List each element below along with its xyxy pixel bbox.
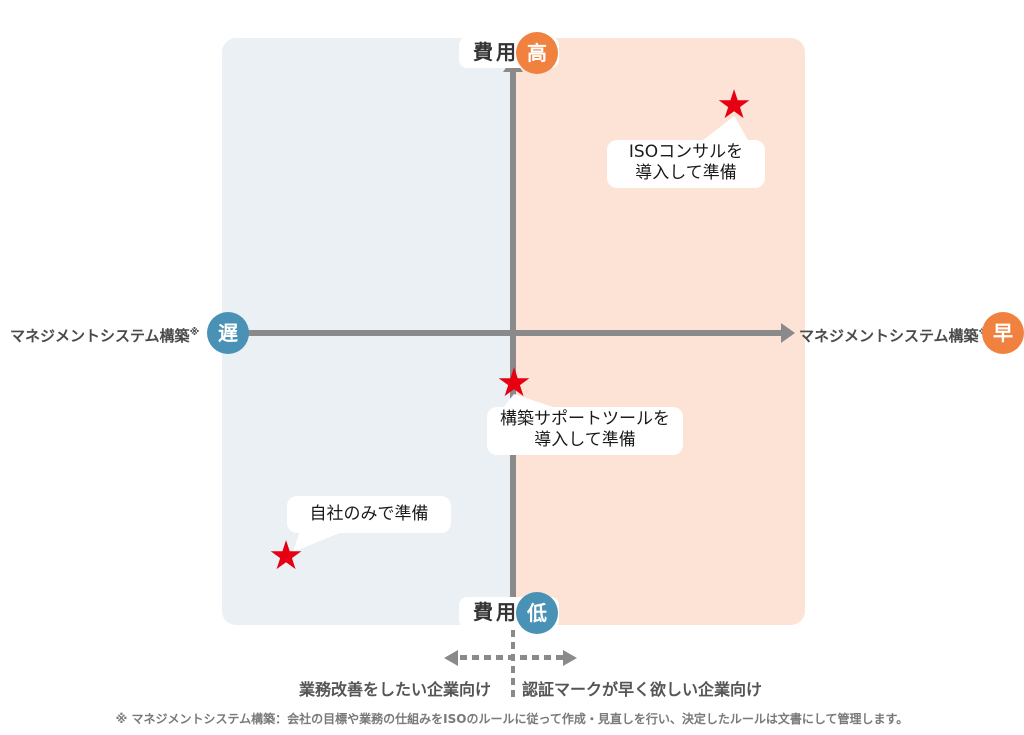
- x-axis-arrow-icon: [781, 323, 795, 343]
- x-axis-label-left: マネジメントシステム構築※: [10, 322, 199, 347]
- segment-label-left: 業務改善をしたい企業向け: [298, 680, 491, 699]
- note-mark: ※: [189, 327, 200, 338]
- star-marker-self-prepare: ★: [268, 533, 304, 579]
- bubble-text: 導入して準備: [635, 163, 737, 183]
- range-arrow-left-icon: [444, 650, 458, 666]
- bubble-text: 導入して準備: [534, 430, 636, 450]
- speech-bubble-self-prepare: 自社のみで準備: [287, 496, 451, 533]
- build-fast-badge: 早: [982, 312, 1024, 354]
- footnote: ※ マネジメントシステム構築：会社の目標や業務の仕組みをISOのルールに従って作…: [115, 712, 909, 726]
- bubble-text: 構築サポートツールを: [500, 409, 670, 429]
- x-axis-line: [228, 330, 783, 336]
- y-axis-line: [510, 70, 516, 628]
- cost-low-badge: 低: [516, 592, 558, 634]
- speech-bubble-iso-consultant: ISOコンサルを 導入して準備: [607, 140, 765, 188]
- star-marker-iso-consultant: ★: [716, 82, 752, 128]
- speech-bubble-support-tool: 構築サポートツールを 導入して準備: [487, 407, 683, 455]
- cost-label-text: 費用: [473, 40, 519, 64]
- bubble-text: 自社のみで準備: [309, 504, 429, 524]
- dashed-range-line: [460, 655, 564, 660]
- dashed-divider-vertical: [511, 630, 515, 698]
- x-axis-label-text: マネジメントシステム構築: [799, 327, 979, 345]
- build-slow-badge: 遅: [207, 312, 249, 354]
- cost-label-text: 費用: [473, 600, 519, 624]
- cost-high-badge: 高: [516, 32, 558, 74]
- x-axis-label-text: マネジメントシステム構築: [10, 327, 190, 345]
- segment-label-right: 認証マークが早く欲しい企業向け: [521, 680, 762, 699]
- star-marker-support-tool: ★: [496, 360, 532, 406]
- x-axis-label-right: マネジメントシステム構築※: [799, 322, 988, 347]
- bubble-text: ISOコンサルを: [628, 142, 744, 162]
- range-arrow-right-icon: [563, 650, 577, 666]
